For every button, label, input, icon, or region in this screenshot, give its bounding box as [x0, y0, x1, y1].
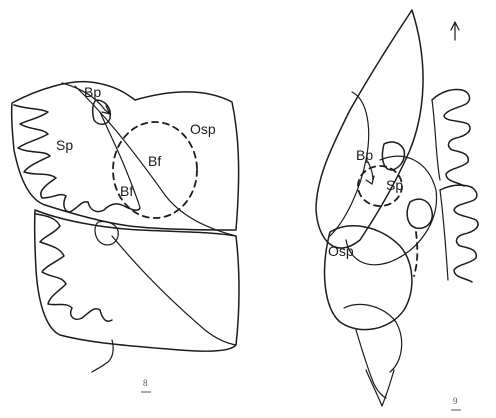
- lower-wavy-wing: [440, 185, 478, 282]
- lower-wavy-wing-inner: [440, 190, 448, 280]
- label-osp-9: Osp: [328, 243, 354, 259]
- upper-wavy-wing-inner: [432, 100, 440, 180]
- inner-scale-5: [356, 330, 386, 398]
- inner-scale-3: [325, 226, 412, 330]
- lower-scale-outline: [35, 210, 239, 351]
- label-sp: Sp: [56, 137, 73, 153]
- label-bp: Bp: [84, 84, 101, 100]
- inner-scale-2: [346, 156, 437, 265]
- seed-outline-lower: [407, 199, 432, 228]
- caption-8: 8: [143, 378, 148, 388]
- label-osp: Osp: [190, 121, 216, 137]
- inner-scale-4: [344, 304, 402, 372]
- bp-pointer-line-9: [366, 162, 374, 184]
- stalk: [92, 340, 113, 372]
- label-bf-lower: Bf: [120, 183, 133, 199]
- figure-9: Bp Sp Osp 9: [316, 10, 478, 410]
- label-bf-upper: Bf: [148, 153, 161, 169]
- lower-undulate-outline: [36, 214, 112, 321]
- label-bp-9: Bp: [356, 147, 373, 163]
- figure-8: Bp Sp Bf Bf Osp 8: [12, 82, 239, 392]
- seed-dashed-edge: [414, 232, 417, 276]
- upper-wavy-wing: [432, 89, 470, 186]
- upper-scale-outline: [12, 82, 239, 230]
- inner-scale-1: [330, 92, 369, 236]
- label-sp-9: Sp: [386, 177, 403, 193]
- orientation-arrow: [451, 22, 459, 40]
- lower-diagonal-line: [112, 236, 236, 345]
- caption-9: 9: [453, 396, 458, 406]
